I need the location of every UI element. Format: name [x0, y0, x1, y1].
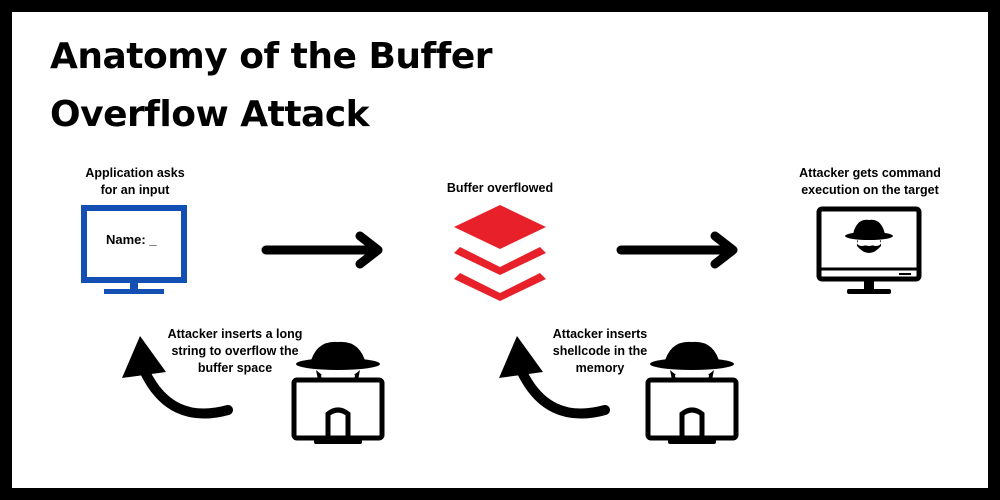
title-line-2: Overflow Attack [50, 94, 370, 135]
hacker-monitor-icon [816, 206, 922, 294]
screen-input-text: Name: _ [106, 232, 157, 247]
curved-up-arrow-icon [122, 336, 233, 419]
step2-label: Buffer overflowed [446, 181, 554, 195]
action1-label: Attacker inserts a long string to overfl… [167, 327, 303, 375]
step1-label: Application asks for an input [85, 166, 185, 197]
hacker-icon [291, 341, 385, 444]
title-line-1: Anatomy of the Buffer [50, 36, 493, 77]
monitor-icon [81, 205, 187, 294]
diagram-title: Anatomy of the Buffer Overflow Attack [50, 28, 570, 144]
hacker-icon [645, 341, 739, 444]
curved-up-arrow-icon [499, 336, 610, 419]
action2-label: Attacker inserts shellcode in the memory [552, 327, 648, 375]
step3-label: Attacker gets command execution on the t… [799, 166, 941, 197]
right-arrow-icon [616, 231, 738, 269]
layers-stack-icon [454, 205, 546, 301]
right-arrow-icon [261, 231, 383, 269]
